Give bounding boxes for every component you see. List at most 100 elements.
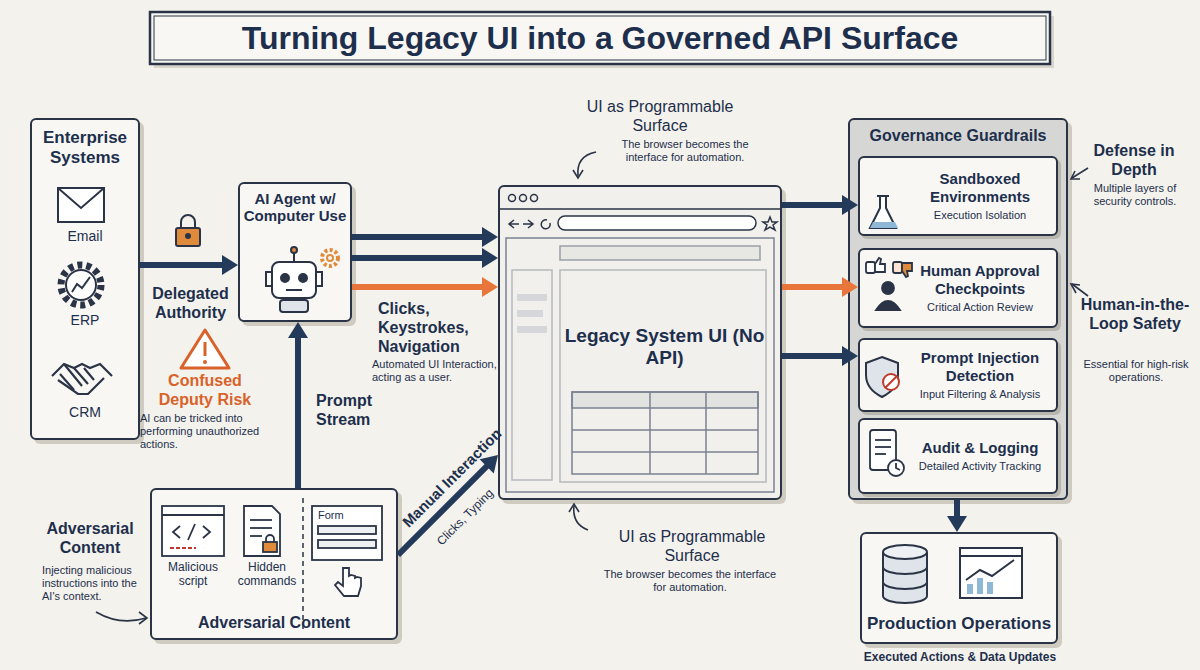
node-heading: AI Agent w/ Computer Use xyxy=(240,190,350,225)
email-icon-part xyxy=(58,188,104,208)
browser-chrome-part xyxy=(531,195,538,202)
approval-icon xyxy=(866,258,912,310)
flow-arrow xyxy=(288,322,308,488)
annotation-label: Email xyxy=(30,228,140,245)
crm-handshake-icon-part xyxy=(52,364,112,376)
diagram-title: Turning Legacy UI into a Governed API Su… xyxy=(150,14,1050,62)
annotation-label: Confused Deputy Risk xyxy=(150,372,260,410)
divider-line xyxy=(303,498,304,632)
form-icon-part xyxy=(318,540,376,548)
audit-scroll-icon-part xyxy=(888,460,904,476)
shield-icon-part xyxy=(883,374,899,390)
audit-scroll-icon xyxy=(870,430,904,476)
approval-icon-part xyxy=(866,262,875,273)
node-heading: Production Operations xyxy=(862,614,1056,634)
form-icon xyxy=(312,506,382,596)
divider-line-part xyxy=(302,498,304,632)
guardrail-box: Audit & LoggingDetailed Activity Trackin… xyxy=(858,418,1058,494)
form-icon-part xyxy=(335,568,361,596)
script-window-icon-part xyxy=(173,526,180,538)
node-heading: Legacy System UI (No API) xyxy=(562,325,767,369)
shield-icon-part xyxy=(885,376,897,388)
lock-icon-part xyxy=(176,228,200,246)
hidden-document-icon-part xyxy=(250,535,262,537)
annotation-label: Defense in Depth xyxy=(1076,142,1192,180)
guardrail-box: Human Approval CheckpointsCritical Actio… xyxy=(858,248,1058,328)
node-heading: Enterprise Systems xyxy=(32,128,138,167)
annotation-label: UI as Programmable Surface xyxy=(560,98,760,136)
erp-gear-icon-part xyxy=(61,265,101,305)
arrow-shaft xyxy=(140,262,224,268)
hidden-document-icon-part xyxy=(266,535,274,542)
annotation-label: Multiple layers of security controls. xyxy=(1082,182,1188,208)
browser-chrome-part xyxy=(558,216,756,230)
browser-chrome xyxy=(500,195,780,493)
browser-chrome-part xyxy=(572,392,758,408)
browser-chrome-part xyxy=(506,238,774,492)
browser-chrome-part xyxy=(500,208,780,210)
chart-icon-part xyxy=(960,555,1022,557)
callout-arrows-part xyxy=(1072,168,1088,178)
callout-arrows xyxy=(96,152,1088,624)
node-heading: Adversarial Content xyxy=(152,614,396,632)
database-icon-part xyxy=(883,567,927,589)
warning-icon xyxy=(181,330,229,368)
browser-window: Legacy System UI (No API) xyxy=(498,185,782,500)
node-heading: Governance Guardrails xyxy=(850,127,1066,145)
edge-label: Clicks, Keystrokes, Navigation xyxy=(378,300,493,357)
browser-chrome-part xyxy=(572,451,758,453)
audit-scroll-icon-part xyxy=(896,463,900,470)
callout-arrows-part xyxy=(578,152,596,176)
callout-arrows-part xyxy=(1072,284,1088,296)
audit-scroll-icon-part xyxy=(870,430,896,470)
arrow-shaft xyxy=(954,500,960,518)
arrow-head xyxy=(288,322,308,338)
edge-label: Delegated Authority xyxy=(143,285,238,323)
title-frame-part xyxy=(150,12,1050,64)
hidden-document-icon-part xyxy=(250,519,272,521)
warning-icon-part xyxy=(204,342,207,356)
lock-icon-part xyxy=(181,215,195,228)
callout-arrows-part xyxy=(96,612,146,621)
flow-arrow xyxy=(352,248,498,268)
flow-arrow xyxy=(947,500,967,532)
annotation-label: The browser becomes the interface for au… xyxy=(600,138,770,164)
arrow-head xyxy=(947,516,967,532)
title-frame xyxy=(150,12,1054,68)
robot-icon-part xyxy=(299,274,307,282)
flow-arrow xyxy=(782,346,858,366)
callout-arrows-part xyxy=(1071,284,1080,293)
annotation-label: Automated UI Interaction, acting as a us… xyxy=(372,358,512,384)
flask-icon-part xyxy=(870,196,896,228)
browser-chrome-part xyxy=(560,246,760,260)
approval-icon-part xyxy=(875,258,885,272)
browser-chrome-part xyxy=(572,429,758,431)
annotation-label: Hidden commands xyxy=(236,560,298,588)
email-icon-part xyxy=(58,188,104,222)
flow-arrow xyxy=(352,227,498,247)
browser-chrome-part xyxy=(541,220,550,229)
output-box: Production Operations xyxy=(860,532,1058,644)
callout-arrows-part xyxy=(139,612,147,624)
crm-handshake-icon-part xyxy=(60,364,94,390)
agent-box: AI Agent w/ Computer Use xyxy=(238,182,352,322)
annotation-label: CRM xyxy=(30,404,140,421)
annotation-label: The browser becomes the interface for au… xyxy=(600,568,780,594)
script-window-icon-part xyxy=(162,514,224,516)
warning-icon-part xyxy=(203,360,207,364)
form-icon-part xyxy=(312,506,382,560)
node-heading: Prompt Injection Detection xyxy=(908,349,1052,384)
browser-chrome-part xyxy=(763,217,777,230)
robot-icon-part xyxy=(322,250,338,266)
email-icon xyxy=(58,188,104,222)
chart-icon-part xyxy=(977,578,983,594)
arrow-shaft xyxy=(782,202,844,208)
script-window-icon-part xyxy=(203,526,210,538)
arrow-head xyxy=(222,255,238,275)
chart-icon xyxy=(960,548,1022,598)
node-body: Critical Action Review xyxy=(927,301,1033,314)
node-heading: Audit & Logging xyxy=(922,439,1039,456)
hidden-document-icon-part xyxy=(263,542,277,552)
